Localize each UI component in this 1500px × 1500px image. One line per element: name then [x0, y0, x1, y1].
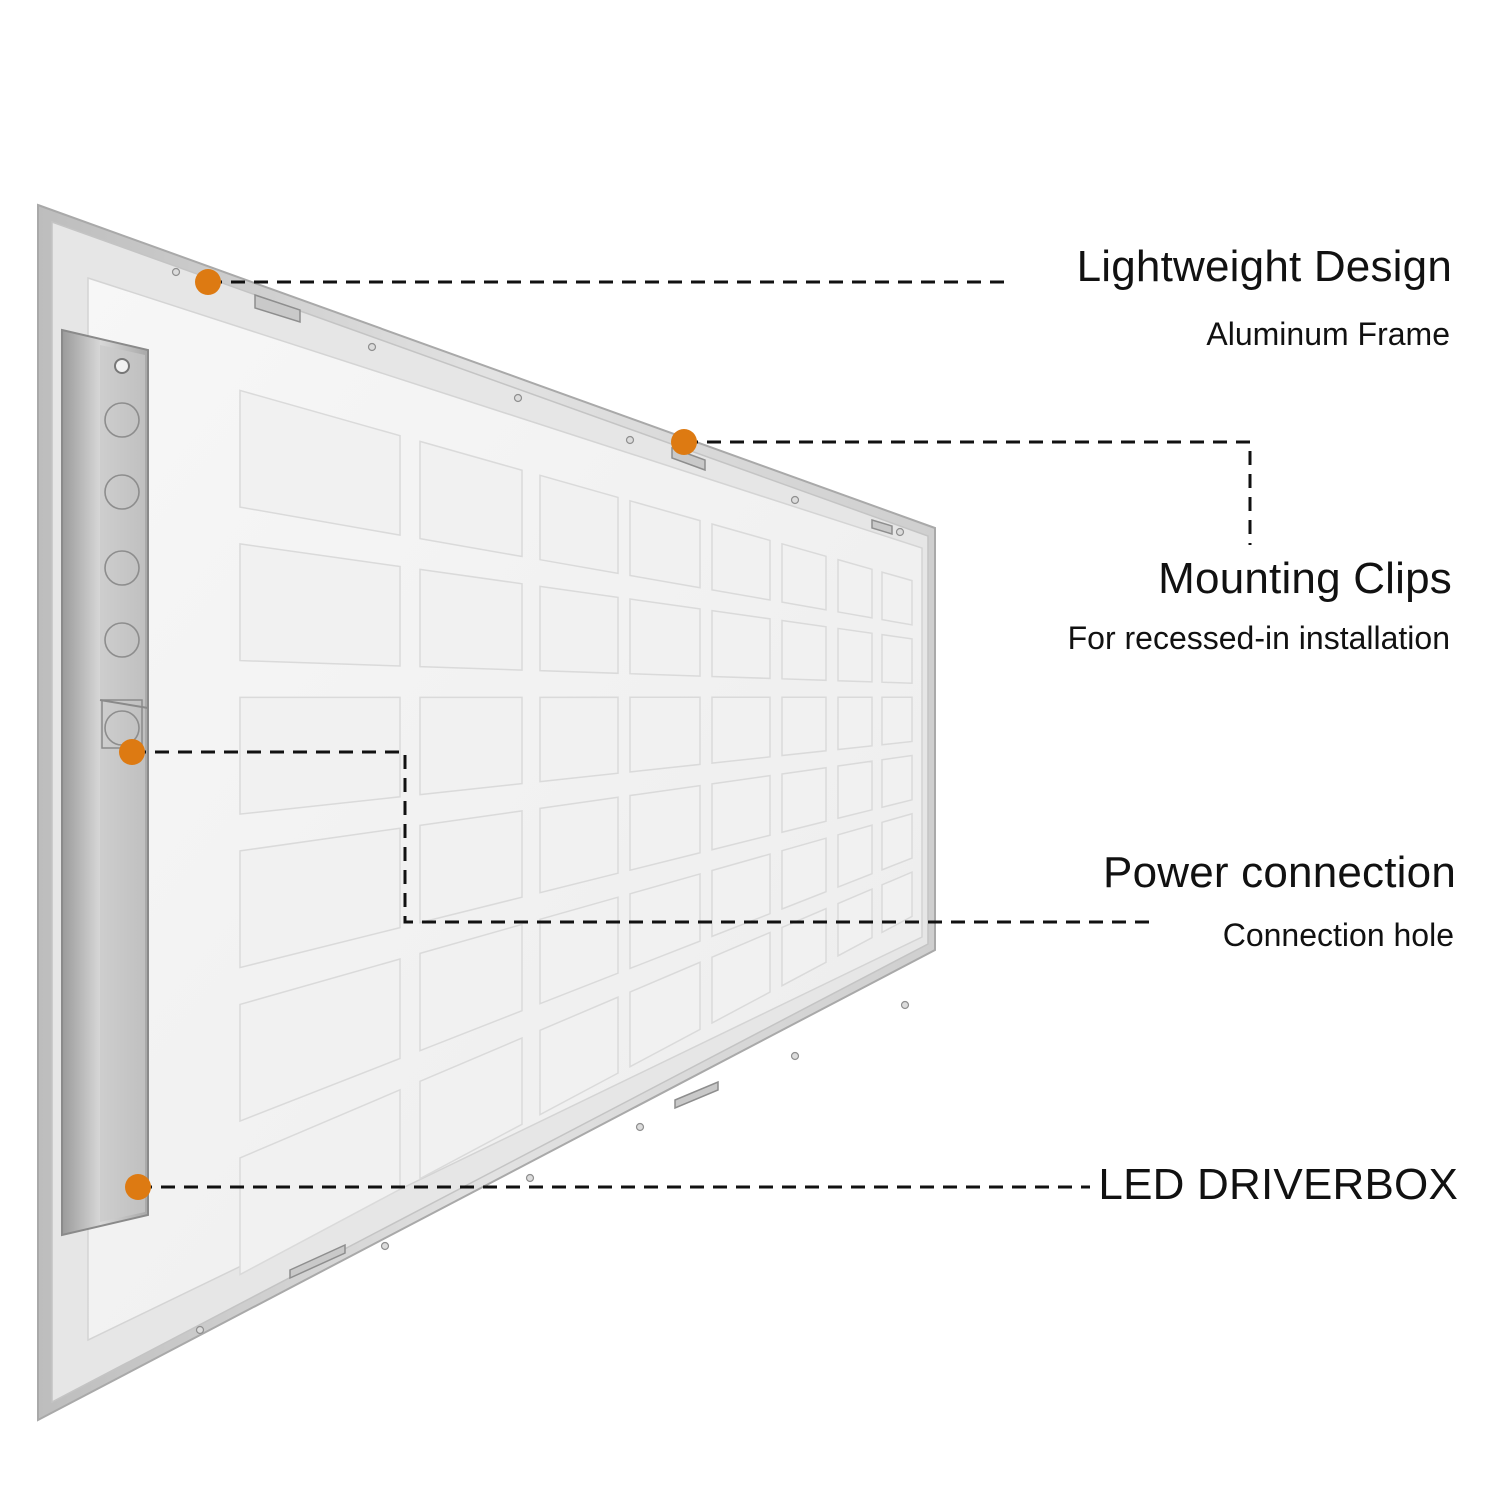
emboss-tile — [239, 696, 401, 815]
dot-marker-icon — [119, 739, 145, 765]
emboss-tile — [629, 696, 701, 773]
emboss-tile — [781, 766, 827, 834]
emboss-tile — [539, 585, 619, 675]
mounting-clip-bottom-left — [289, 1243, 346, 1280]
emboss-tile — [837, 627, 873, 683]
callout-title-led-driverbox: LED DRIVERBOX — [1098, 1160, 1458, 1209]
frame-screw — [513, 393, 523, 403]
markers — [119, 269, 697, 1200]
callout-subtitle-connection-hole: Connection hole — [1222, 917, 1454, 953]
emboss-tile — [239, 1088, 401, 1276]
emboss-tile — [419, 1036, 523, 1180]
driver-box-knockouts — [104, 402, 140, 746]
emboss-tile — [239, 827, 401, 969]
emboss-tile — [837, 887, 873, 958]
emboss-tile — [711, 609, 771, 680]
emboss-tile — [539, 696, 619, 783]
emboss-tile — [711, 853, 771, 938]
emboss-tile — [781, 907, 827, 987]
frame-screw — [790, 1051, 800, 1061]
emboss-tile — [539, 996, 619, 1116]
leader-line-mounting-clips — [684, 440, 1252, 545]
emboss-tile — [539, 474, 619, 575]
frame-screw — [367, 342, 377, 352]
leader-lines — [132, 280, 1252, 1189]
emboss-tile — [629, 961, 701, 1068]
emboss-tile — [881, 696, 913, 746]
frame-screw — [900, 1000, 910, 1010]
callout-title-mounting-clips: Mounting Clips — [1158, 554, 1452, 603]
emboss-tile — [881, 571, 913, 626]
callout-subtitle-aluminum-frame: Aluminum Frame — [1206, 316, 1450, 352]
callout-title-power-connection: Power connection — [1103, 848, 1456, 897]
emboss-tile — [837, 760, 873, 820]
emboss-tile — [711, 523, 771, 601]
callout-title-lightweight-design: Lightweight Design — [1076, 242, 1452, 291]
emboss-tile — [629, 598, 701, 677]
emboss-tile — [629, 784, 701, 872]
frame-screw — [790, 495, 800, 505]
frame-screw — [380, 1241, 390, 1251]
emboss-tile — [837, 696, 873, 751]
emboss-tile — [711, 931, 771, 1025]
emboss-tile — [781, 619, 827, 682]
emboss-tile — [881, 754, 913, 809]
mounting-clip-top-left — [254, 293, 301, 324]
leader-line-power-connection — [132, 750, 1158, 924]
led-driver-box — [61, 328, 149, 1237]
emboss-tile — [419, 440, 523, 558]
emboss-tile — [539, 896, 619, 1005]
frame-screw — [625, 435, 635, 445]
frame-screw — [635, 1122, 645, 1132]
emboss-tile — [539, 796, 619, 894]
emboss-tile — [419, 923, 523, 1052]
panel-emboss-pattern — [239, 389, 913, 1276]
dot-marker-icon — [195, 269, 221, 295]
emboss-tile — [419, 696, 523, 796]
emboss-tile — [881, 812, 913, 871]
emboss-tile — [781, 542, 827, 611]
emboss-tile — [837, 824, 873, 889]
emboss-tile — [239, 958, 401, 1123]
emboss-tile — [781, 696, 827, 757]
led-panel — [37, 203, 936, 1422]
emboss-tile — [837, 558, 873, 619]
knockout-hole — [104, 622, 140, 658]
emboss-tile — [711, 696, 771, 764]
emboss-tile — [881, 633, 913, 684]
mounting-clip-right — [871, 518, 893, 536]
frame-screw — [895, 527, 905, 537]
emboss-tile — [419, 568, 523, 671]
emboss-tile — [881, 870, 913, 934]
dot-marker-icon — [671, 429, 697, 455]
emboss-tile — [239, 389, 401, 537]
knockout-hole — [104, 550, 140, 586]
dot-marker-icon — [125, 1174, 151, 1200]
emboss-tile — [711, 774, 771, 851]
frame-screw — [171, 267, 181, 277]
driver-box-screw — [114, 358, 130, 374]
emboss-tile — [239, 543, 401, 667]
emboss-tile — [629, 499, 701, 589]
knockout-hole — [104, 474, 140, 510]
frame-screw — [195, 1325, 205, 1335]
emboss-tile — [419, 810, 523, 924]
knockout-hole — [104, 402, 140, 438]
mounting-clip-bottom-mid — [674, 1080, 719, 1110]
emboss-tile — [781, 837, 827, 911]
frame-screw — [525, 1173, 535, 1183]
callout-subtitle-recessed-installation: For recessed-in installation — [1067, 620, 1450, 656]
frame-screws — [77, 267, 910, 1335]
